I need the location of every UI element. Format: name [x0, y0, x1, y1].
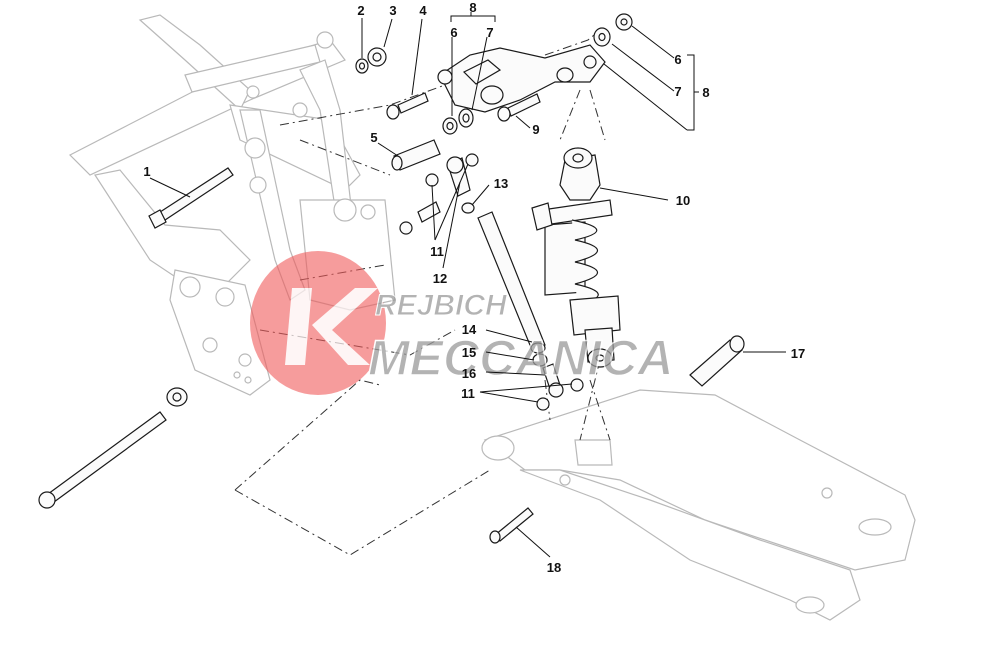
part-1-long-bolt — [148, 167, 234, 229]
part-2-washer — [355, 58, 369, 74]
callout-11-upper: 11 — [430, 244, 444, 259]
callout-6-left: 6 — [450, 25, 457, 40]
callout-13: 13 — [494, 176, 508, 191]
callout-10: 10 — [676, 193, 690, 208]
leader-lines — [149, 12, 786, 558]
part-8-rocker-linkage — [437, 44, 606, 113]
callout-14: 14 — [462, 322, 477, 337]
callout-8-top: 8 — [469, 0, 476, 15]
callout-5: 5 — [370, 130, 377, 145]
callout-6-right: 6 — [674, 52, 681, 67]
part-10-shock-absorber — [531, 147, 621, 368]
watermark-text-1: REJBICH — [375, 289, 508, 322]
callout-3: 3 — [389, 3, 396, 18]
callout-7-right: 7 — [674, 84, 681, 99]
callout-2: 2 — [357, 3, 364, 18]
callout-9: 9 — [532, 122, 539, 137]
swingarm-pivot-bolt — [38, 411, 167, 509]
swingarm-outline — [481, 389, 916, 621]
frame-hardware — [166, 201, 441, 407]
part-4-bolt — [386, 92, 429, 120]
callout-1: 1 — [143, 164, 150, 179]
callout-12: 12 — [433, 271, 447, 286]
callout-16: 16 — [462, 366, 476, 381]
part-18-bolt — [489, 507, 534, 544]
part-6-7-bearings-left — [442, 108, 474, 135]
part-5-pin — [391, 139, 441, 171]
callout-7-left: 7 — [486, 25, 493, 40]
part-6-7-bearings-right — [593, 13, 633, 47]
callout-15: 15 — [462, 345, 476, 360]
callout-8-right: 8 — [702, 85, 709, 100]
part-14-link-rod — [477, 211, 546, 354]
callout-17: 17 — [791, 346, 805, 361]
callout-18: 18 — [547, 560, 561, 575]
part-3-bushing — [367, 47, 387, 67]
part-11-bushings-lower — [536, 378, 584, 411]
callout-4: 4 — [419, 3, 427, 18]
callout-labels: 1 2 3 4 8 6 7 6 7 8 5 9 10 13 11 12 14 1… — [143, 0, 805, 575]
part-9-bolt — [497, 93, 541, 122]
part-17-pin — [689, 335, 745, 387]
part-12-13-link-upper — [446, 156, 475, 214]
callout-11-lower: 11 — [461, 386, 475, 401]
